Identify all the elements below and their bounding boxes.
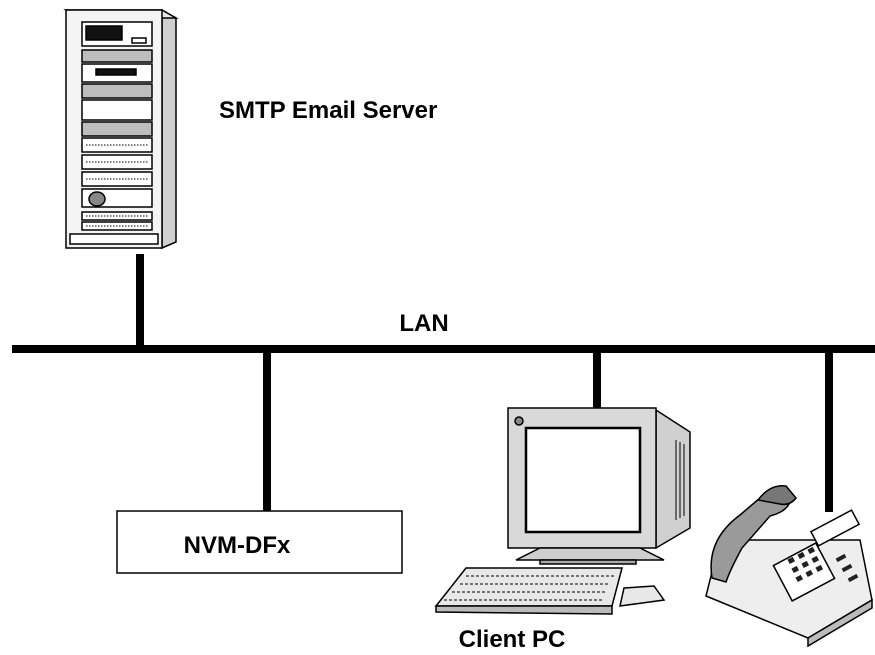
client-label: Client PC [459, 626, 566, 653]
lan-bus [12, 254, 875, 512]
desk-phone-icon [705, 485, 873, 648]
nvm-label: NVM-DFx [184, 532, 291, 559]
phone-keypad-keys [787, 546, 859, 583]
nvm-device-box [116, 510, 403, 574]
lan-label: LAN [399, 310, 448, 337]
desktop-computer-icon [434, 407, 691, 615]
server-vent-lines [86, 144, 148, 227]
keyboard-keys [444, 575, 614, 601]
server-tower-icon [63, 8, 179, 250]
server-label: SMTP Email Server [219, 97, 437, 124]
